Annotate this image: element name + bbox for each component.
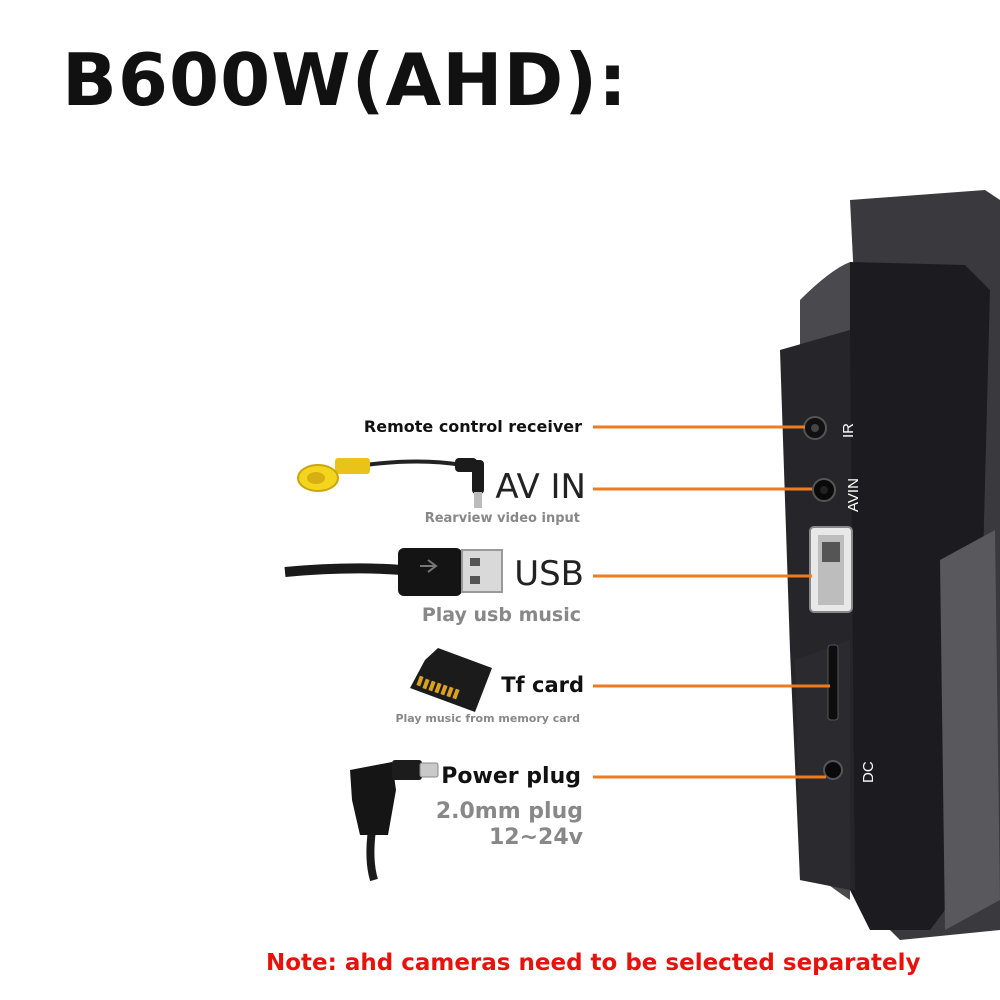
usb-sublabel: Play usb music: [421, 604, 581, 626]
tf-slot: [827, 644, 839, 721]
usb-cable-icon: [284, 548, 503, 596]
tf-sublabel: Play music from memory card: [395, 712, 580, 725]
rca-cable-icon: [297, 458, 484, 508]
device-dc-label: DC: [860, 761, 877, 783]
page-title: B600W(AHD):: [62, 38, 628, 122]
tf-card-icon: [410, 648, 492, 712]
power-plug-voltage: 12~24v: [488, 825, 583, 850]
avin-label: AV IN: [495, 467, 586, 507]
device-ir-label: IR: [840, 423, 857, 438]
dc-jack: [823, 760, 843, 780]
tf-label: Tf card: [501, 673, 584, 697]
device-body: [780, 190, 1000, 940]
usb-label: USB: [514, 554, 584, 594]
power-plug-size: 2.0mm plug: [435, 799, 583, 824]
power-plug-icon: [350, 760, 439, 882]
camera-note: Note: ahd cameras need to be selected se…: [266, 950, 921, 976]
power-plug-label: Power plug: [441, 764, 581, 789]
device-avin-label: AVIN: [845, 478, 862, 512]
ir-label: Remote control receiver: [363, 417, 582, 436]
avin-sublabel: Rearview video input: [424, 511, 580, 526]
